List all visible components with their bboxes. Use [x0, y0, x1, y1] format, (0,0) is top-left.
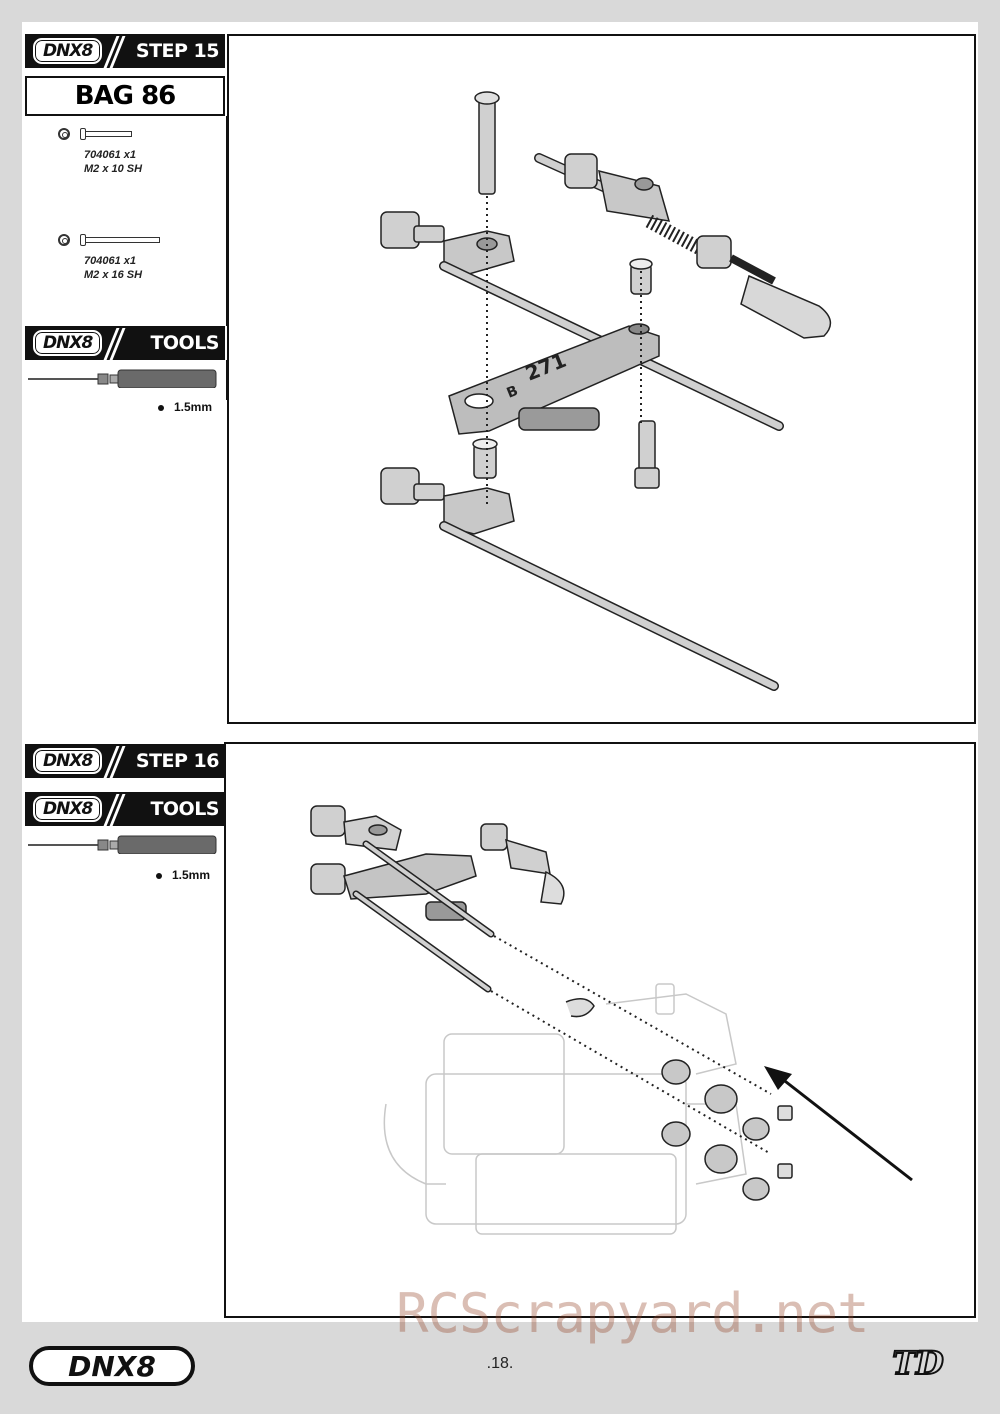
watermark-text: RCScrapyard.net	[396, 1282, 870, 1345]
direction-arrow-icon	[764, 1066, 913, 1182]
tool-size-label: 1.5mm	[156, 868, 210, 882]
step-15-header: DNX8 STEP 15	[25, 34, 225, 68]
divider-slashes	[106, 328, 122, 358]
cap-screw-long-icon	[58, 232, 218, 248]
td-logo: TD	[891, 1343, 945, 1383]
part-item: 704061 x1 M2 x 16 SH	[58, 232, 218, 282]
tool-size-label: 1.5mm	[158, 400, 212, 414]
dnx8-logo: DNX8	[29, 1346, 195, 1386]
step-16-header: DNX8 STEP 16	[25, 744, 225, 778]
brand-badge: DNX8	[33, 330, 103, 356]
brand-badge: DNX8	[33, 38, 103, 64]
bullet-icon	[156, 872, 162, 879]
svg-text:TD: TD	[892, 1344, 944, 1382]
divider-slashes	[106, 36, 122, 66]
step-title: STEP 16	[135, 750, 220, 772]
page-number: .18.	[486, 1355, 514, 1372]
part-code: 704061 x1	[84, 149, 136, 161]
part-description: M2 x 16 SH	[84, 269, 143, 281]
step-title: STEP 15	[135, 40, 220, 62]
part-description: M2 x 10 SH	[84, 163, 143, 175]
assembly-illustration: 271 B	[380, 91, 832, 691]
tools-title: TOOLS	[150, 798, 219, 820]
bag-label: BAG 86	[25, 76, 225, 116]
step-16-diagram	[224, 742, 976, 1318]
hex-driver-icon	[28, 369, 217, 388]
svg-text:DNX8: DNX8	[68, 1350, 156, 1383]
bullet-icon	[158, 404, 164, 411]
step-16-section: DNX8 STEP 16 DNX8 TOOLS 1.5mm	[22, 742, 978, 1320]
brand-badge: DNX8	[33, 748, 103, 774]
part-item: 704061 x1 M2 x 10 SH	[58, 126, 218, 176]
manual-page: DNX8 STEP 15 BAG 86 704061 x1 M2 x 10 SH…	[22, 22, 978, 1322]
brand-badge: DNX8	[33, 796, 103, 822]
divider-slashes	[106, 746, 122, 776]
assembly-illustration	[310, 805, 913, 1235]
tools-header: DNX8 TOOLS	[25, 326, 225, 360]
hex-driver-icon	[28, 835, 217, 854]
step-15-diagram: 271 B	[227, 34, 976, 724]
tools-header: DNX8 TOOLS	[25, 792, 225, 826]
step-15-section: DNX8 STEP 15 BAG 86 704061 x1 M2 x 10 SH…	[22, 34, 978, 726]
part-code: 704061 x1	[84, 255, 136, 267]
cap-screw-short-icon	[58, 126, 218, 142]
divider-slashes	[106, 794, 122, 824]
tools-title: TOOLS	[150, 332, 219, 354]
